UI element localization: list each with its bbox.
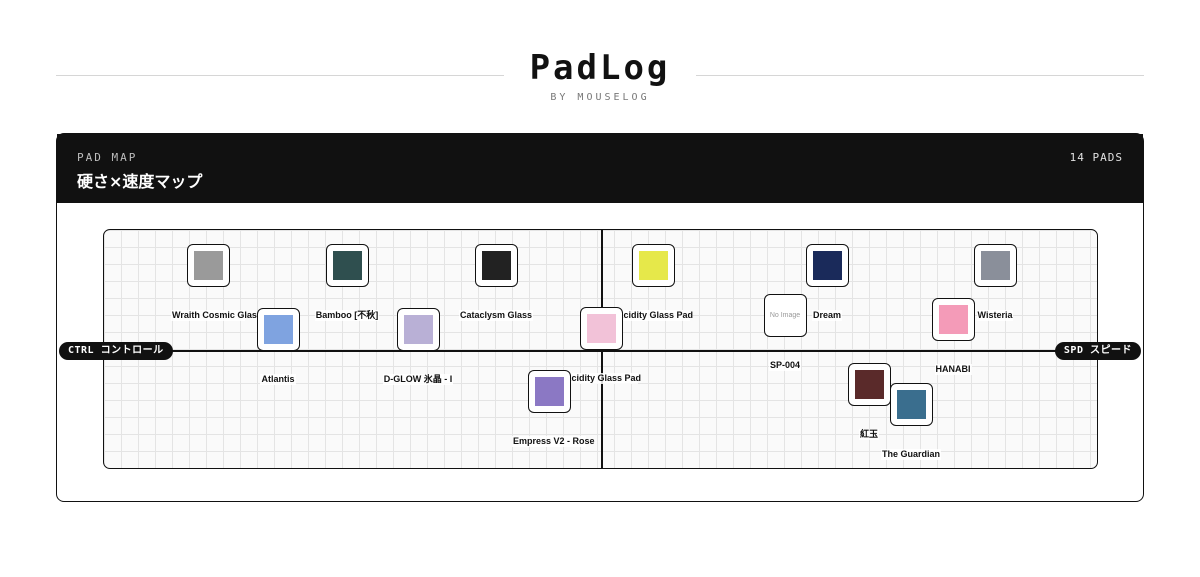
pad-thumbnail[interactable] <box>396 308 440 351</box>
pad-marker[interactable]: Atlantis <box>223 308 333 387</box>
brand-subtitle: BY MOUSELOG <box>550 92 650 103</box>
pad-artwork <box>586 314 616 343</box>
pad-marker[interactable]: Dream <box>772 244 882 323</box>
horizontal-axis <box>120 350 1080 352</box>
pad-marker[interactable]: The Guardian <box>856 383 966 462</box>
pad-marker[interactable]: Empress V2 - Rose <box>494 370 604 449</box>
panel-kicker: PAD MAP <box>77 151 138 164</box>
pad-thumbnail[interactable] <box>631 244 675 287</box>
pad-artwork <box>812 251 842 280</box>
pad-artwork <box>263 315 293 344</box>
pad-thumbnail[interactable] <box>889 383 933 426</box>
pad-artwork <box>854 370 884 399</box>
pad-thumbnail[interactable] <box>256 308 300 351</box>
pad-artwork <box>980 251 1010 280</box>
header-rule-right <box>696 75 1144 76</box>
pad-label: Cataclysm Glass <box>459 310 533 321</box>
pad-label: Dream <box>811 310 842 321</box>
pad-label: The Guardian <box>880 449 941 460</box>
pad-artwork <box>896 390 926 419</box>
pad-thumbnail[interactable] <box>973 244 1017 287</box>
pad-marker[interactable]: Wisteria <box>940 244 1050 323</box>
pad-thumbnail[interactable] <box>527 370 571 413</box>
panel-header: PAD MAP 硬さ×速度マップ 14 PADS <box>57 134 1143 203</box>
pad-label: Bamboo [不秋] <box>314 310 380 321</box>
axis-label-control: CTRL コントロール <box>59 342 173 360</box>
header-rule-left <box>56 75 504 76</box>
pad-artwork <box>193 251 223 280</box>
pad-label: Empress V2 - Rose <box>512 436 595 447</box>
pad-artwork <box>481 251 511 280</box>
pad-label: Wraith Cosmic Glass <box>171 310 262 321</box>
site-header: PadLog BY MOUSELOG <box>0 0 1200 120</box>
pad-marker[interactable]: 紅玉 <box>814 363 924 442</box>
pad-artwork <box>403 315 433 344</box>
pad-thumbnail[interactable] <box>474 244 518 287</box>
pad-label: HANABI <box>934 364 972 375</box>
pad-thumbnail[interactable] <box>847 363 891 406</box>
pad-marker[interactable]: Wraith Cosmic Glass <box>153 244 263 323</box>
pad-thumbnail[interactable]: No Image <box>763 294 807 337</box>
pad-marker[interactable]: D-GLOW 氷晶 - I <box>363 308 473 387</box>
brand-title[interactable]: PadLog <box>529 48 671 88</box>
pad-marker[interactable]: Bamboo [不秋] <box>292 244 402 323</box>
pad-count: 14 PADS <box>1069 151 1123 164</box>
pad-label: SP-004 <box>768 360 802 371</box>
pad-label: D-GLOW 氷晶 - I <box>382 374 454 385</box>
panel-title: 硬さ×速度マップ <box>77 172 203 191</box>
pad-artwork <box>332 251 362 280</box>
pad-thumbnail[interactable] <box>931 298 975 341</box>
pad-label: Acidity Glass Pad <box>564 373 642 384</box>
pad-label: Acidity Glass Pad <box>616 310 694 321</box>
pad-artwork <box>938 305 968 334</box>
pad-artwork <box>638 251 668 280</box>
pad-marker[interactable]: Cataclysm Glass <box>441 244 551 323</box>
pad-marker[interactable]: HANABI <box>898 298 1008 377</box>
pad-thumbnail[interactable] <box>325 244 369 287</box>
pad-thumbnail[interactable] <box>805 244 849 287</box>
pad-marker[interactable]: Acidity Glass Pad <box>598 244 708 323</box>
pad-thumbnail[interactable] <box>579 307 623 350</box>
pad-label: Atlantis <box>260 374 296 385</box>
axis-label-speed: SPD スピード <box>1054 342 1141 360</box>
no-image-placeholder: No Image <box>769 312 801 319</box>
pad-marker[interactable]: Acidity Glass Pad <box>546 307 656 386</box>
pad-thumbnail[interactable] <box>186 244 230 287</box>
pad-label: 紅玉 <box>858 429 879 440</box>
pad-label: Wisteria <box>976 310 1014 321</box>
pad-artwork <box>534 377 564 406</box>
